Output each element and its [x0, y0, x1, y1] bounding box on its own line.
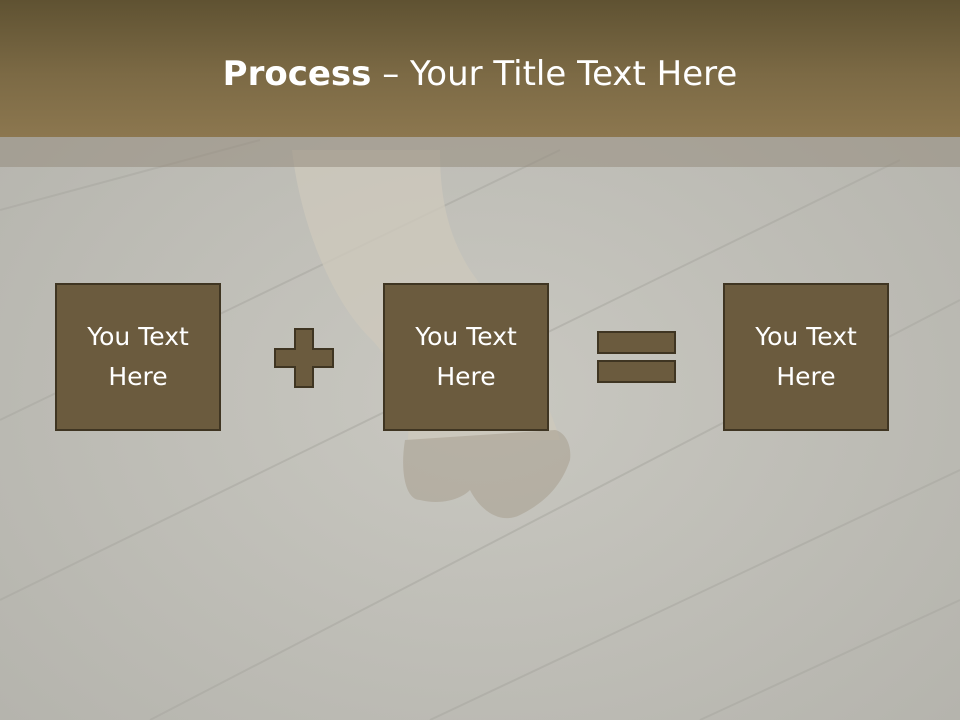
- title-bold: Process: [222, 54, 372, 94]
- equals-icon: [597, 331, 676, 383]
- process-box-3-text: You Text Here: [755, 322, 857, 391]
- title-strip: [0, 137, 960, 167]
- title-rest: Your Title Text Here: [410, 54, 738, 94]
- title-bar: [0, 0, 960, 137]
- plus-icon: [274, 328, 334, 388]
- process-box-3[interactable]: You Text Here: [723, 283, 889, 431]
- title-dash: –: [371, 54, 411, 94]
- process-box-2-text: You Text Here: [415, 322, 517, 391]
- slide-title: Process – Your Title Text Here: [0, 52, 960, 96]
- process-box-1[interactable]: You Text Here: [55, 283, 221, 431]
- process-box-2[interactable]: You Text Here: [383, 283, 549, 431]
- process-box-1-text: You Text Here: [87, 322, 189, 391]
